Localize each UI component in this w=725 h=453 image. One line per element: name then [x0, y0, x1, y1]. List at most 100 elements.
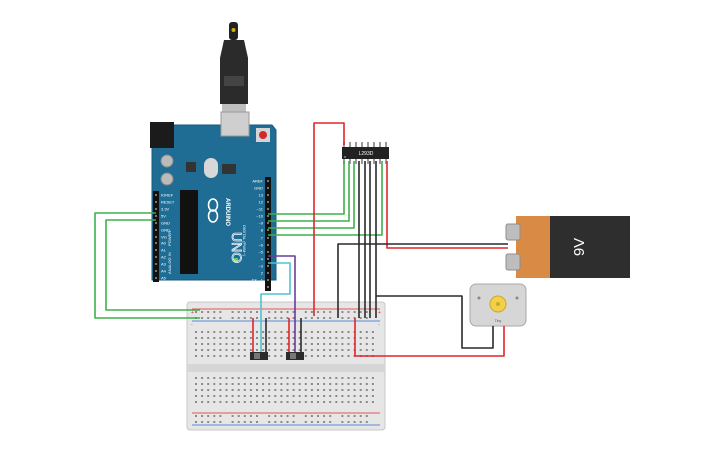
rail-hole[interactable] [256, 415, 258, 417]
breadboard-hole[interactable] [274, 331, 277, 333]
rail-hole[interactable] [231, 317, 234, 319]
breadboard-hole[interactable] [365, 383, 368, 385]
breadboard-hole[interactable] [353, 389, 356, 391]
rail-hole[interactable] [195, 421, 197, 423]
rail-hole[interactable] [213, 317, 216, 319]
breadboard-hole[interactable] [237, 331, 240, 333]
breadboard-hole[interactable] [262, 395, 265, 397]
rail-hole[interactable] [353, 421, 356, 423]
rail-hole[interactable] [213, 421, 216, 423]
breadboard-hole[interactable] [347, 331, 350, 333]
breadboard-hole[interactable] [213, 395, 216, 397]
breadboard-hole[interactable] [341, 395, 344, 397]
wire-red-vcc[interactable] [313, 122, 345, 316]
breadboard-hole[interactable] [347, 343, 350, 345]
breadboard-hole[interactable] [304, 343, 307, 345]
breadboard-hole[interactable] [298, 331, 301, 333]
header-pin[interactable] [155, 194, 157, 196]
breadboard-hole[interactable] [371, 331, 374, 333]
breadboard-hole[interactable] [298, 401, 301, 403]
breadboard-hole[interactable] [310, 401, 313, 403]
rail-hole[interactable] [323, 415, 326, 417]
breadboard-hole[interactable] [268, 401, 271, 403]
breadboard-hole[interactable] [341, 383, 344, 385]
breadboard-hole[interactable] [280, 401, 283, 403]
breadboard-hole[interactable] [292, 349, 295, 351]
breadboard-hole[interactable] [225, 349, 228, 351]
breadboard-hole[interactable] [317, 349, 319, 351]
breadboard-hole[interactable] [347, 349, 350, 351]
breadboard-hole[interactable] [274, 349, 277, 351]
breadboard-hole[interactable] [243, 337, 246, 339]
breadboard-hole[interactable] [335, 337, 338, 339]
breadboard-hole[interactable] [207, 389, 210, 391]
breadboard-hole[interactable] [280, 343, 283, 345]
breadboard-hole[interactable] [243, 331, 246, 333]
breadboard-hole[interactable] [237, 377, 240, 379]
breadboard-hole[interactable] [341, 331, 344, 333]
breadboard-hole[interactable] [195, 331, 197, 333]
header-pin[interactable] [155, 229, 157, 231]
wires[interactable] [94, 122, 508, 357]
breadboard-hole[interactable] [298, 337, 301, 339]
breadboard-hole[interactable] [329, 383, 332, 385]
rail-hole[interactable] [365, 421, 368, 423]
breadboard-hole[interactable] [335, 355, 338, 357]
slide-switch-1-knob[interactable] [254, 353, 260, 359]
breadboard-hole[interactable] [249, 377, 252, 379]
header-pin[interactable] [267, 237, 269, 239]
breadboard-hole[interactable] [365, 395, 368, 397]
breadboard-hole[interactable] [274, 401, 277, 403]
l293d-pin[interactable] [349, 142, 351, 147]
breadboard-hole[interactable] [286, 343, 289, 345]
rail-hole[interactable] [207, 415, 210, 417]
breadboard-hole[interactable] [262, 389, 265, 391]
rail-hole[interactable] [237, 311, 240, 313]
breadboard-hole[interactable] [237, 395, 240, 397]
rail-hole[interactable] [310, 421, 313, 423]
rail-hole[interactable] [201, 415, 204, 417]
slide-switch-2-knob[interactable] [290, 353, 296, 359]
breadboard-hole[interactable] [323, 331, 326, 333]
breadboard-hole[interactable] [371, 349, 374, 351]
breadboard-hole[interactable] [359, 401, 362, 403]
wire-green-5v[interactable] [94, 212, 200, 319]
rail-hole[interactable] [280, 421, 283, 423]
breadboard-hole[interactable] [225, 355, 228, 357]
l293d-pin[interactable] [379, 142, 381, 147]
rail-hole[interactable] [329, 421, 332, 423]
header-pin[interactable] [267, 279, 269, 281]
rail-hole[interactable] [195, 415, 197, 417]
rail-hole[interactable] [243, 311, 246, 313]
breadboard-hole[interactable] [359, 349, 362, 351]
breadboard-hole[interactable] [304, 383, 307, 385]
rail-hole[interactable] [365, 311, 368, 313]
breadboard-hole[interactable] [231, 331, 234, 333]
l293d-pin[interactable] [361, 142, 363, 147]
breadboard-hole[interactable] [207, 395, 210, 397]
breadboard-hole[interactable] [262, 337, 265, 339]
wire-red-motor[interactable] [354, 318, 505, 357]
breadboard-hole[interactable] [225, 331, 228, 333]
breadboard-hole[interactable] [359, 331, 362, 333]
wire-green-d4[interactable] [268, 161, 383, 236]
breadboard-hole[interactable] [195, 377, 197, 379]
wire-green-d3[interactable] [268, 161, 355, 229]
breadboard-hole[interactable] [286, 349, 289, 351]
breadboard-hole[interactable] [359, 395, 362, 397]
breadboard-hole[interactable] [225, 401, 228, 403]
breadboard-hole[interactable] [201, 331, 204, 333]
breadboard-hole[interactable] [359, 383, 362, 385]
breadboard-hole[interactable] [329, 337, 332, 339]
header-pin[interactable] [267, 201, 269, 203]
rail-hole[interactable] [292, 317, 295, 319]
breadboard-hole[interactable] [298, 349, 301, 351]
rail-hole[interactable] [207, 317, 210, 319]
breadboard-hole[interactable] [256, 331, 258, 333]
breadboard-hole[interactable] [280, 355, 283, 357]
rail-hole[interactable] [201, 311, 204, 313]
breadboard-hole[interactable] [274, 337, 277, 339]
rail-hole[interactable] [280, 415, 283, 417]
dc-motor[interactable]: Tiny [469, 283, 527, 327]
breadboard-hole[interactable] [280, 337, 283, 339]
